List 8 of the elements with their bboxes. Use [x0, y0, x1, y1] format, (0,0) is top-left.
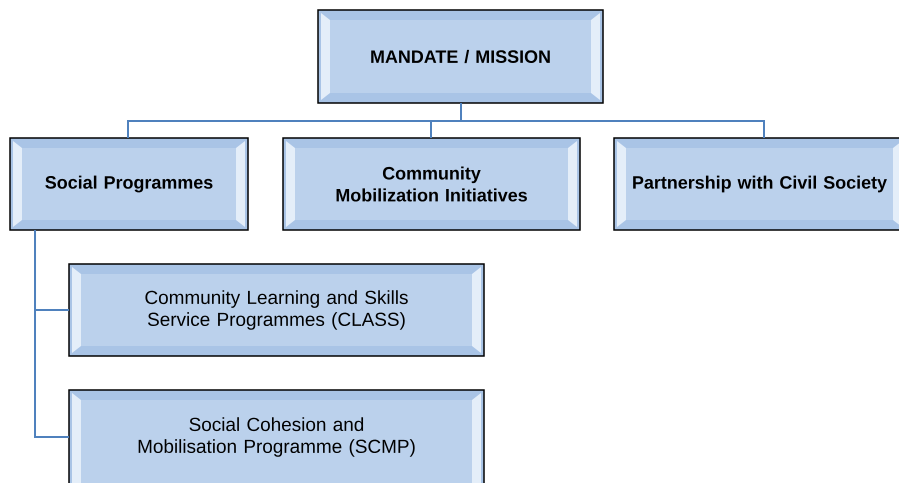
connector-line [460, 103, 765, 138]
connector-line [34, 230, 69, 438]
process-box: Social Programmes [9, 137, 249, 231]
process-box: Social Cohesion and Mobilisation Programme (SCMP) [68, 389, 485, 483]
process-box: Community Learning and Skills Service Programmes (CLASS) [68, 263, 485, 357]
process-box: MANDATE / MISSION [317, 9, 604, 104]
process-box: Partnership with Civil Society [613, 137, 899, 231]
process-box: Community Mobilization Initiatives [282, 137, 581, 231]
